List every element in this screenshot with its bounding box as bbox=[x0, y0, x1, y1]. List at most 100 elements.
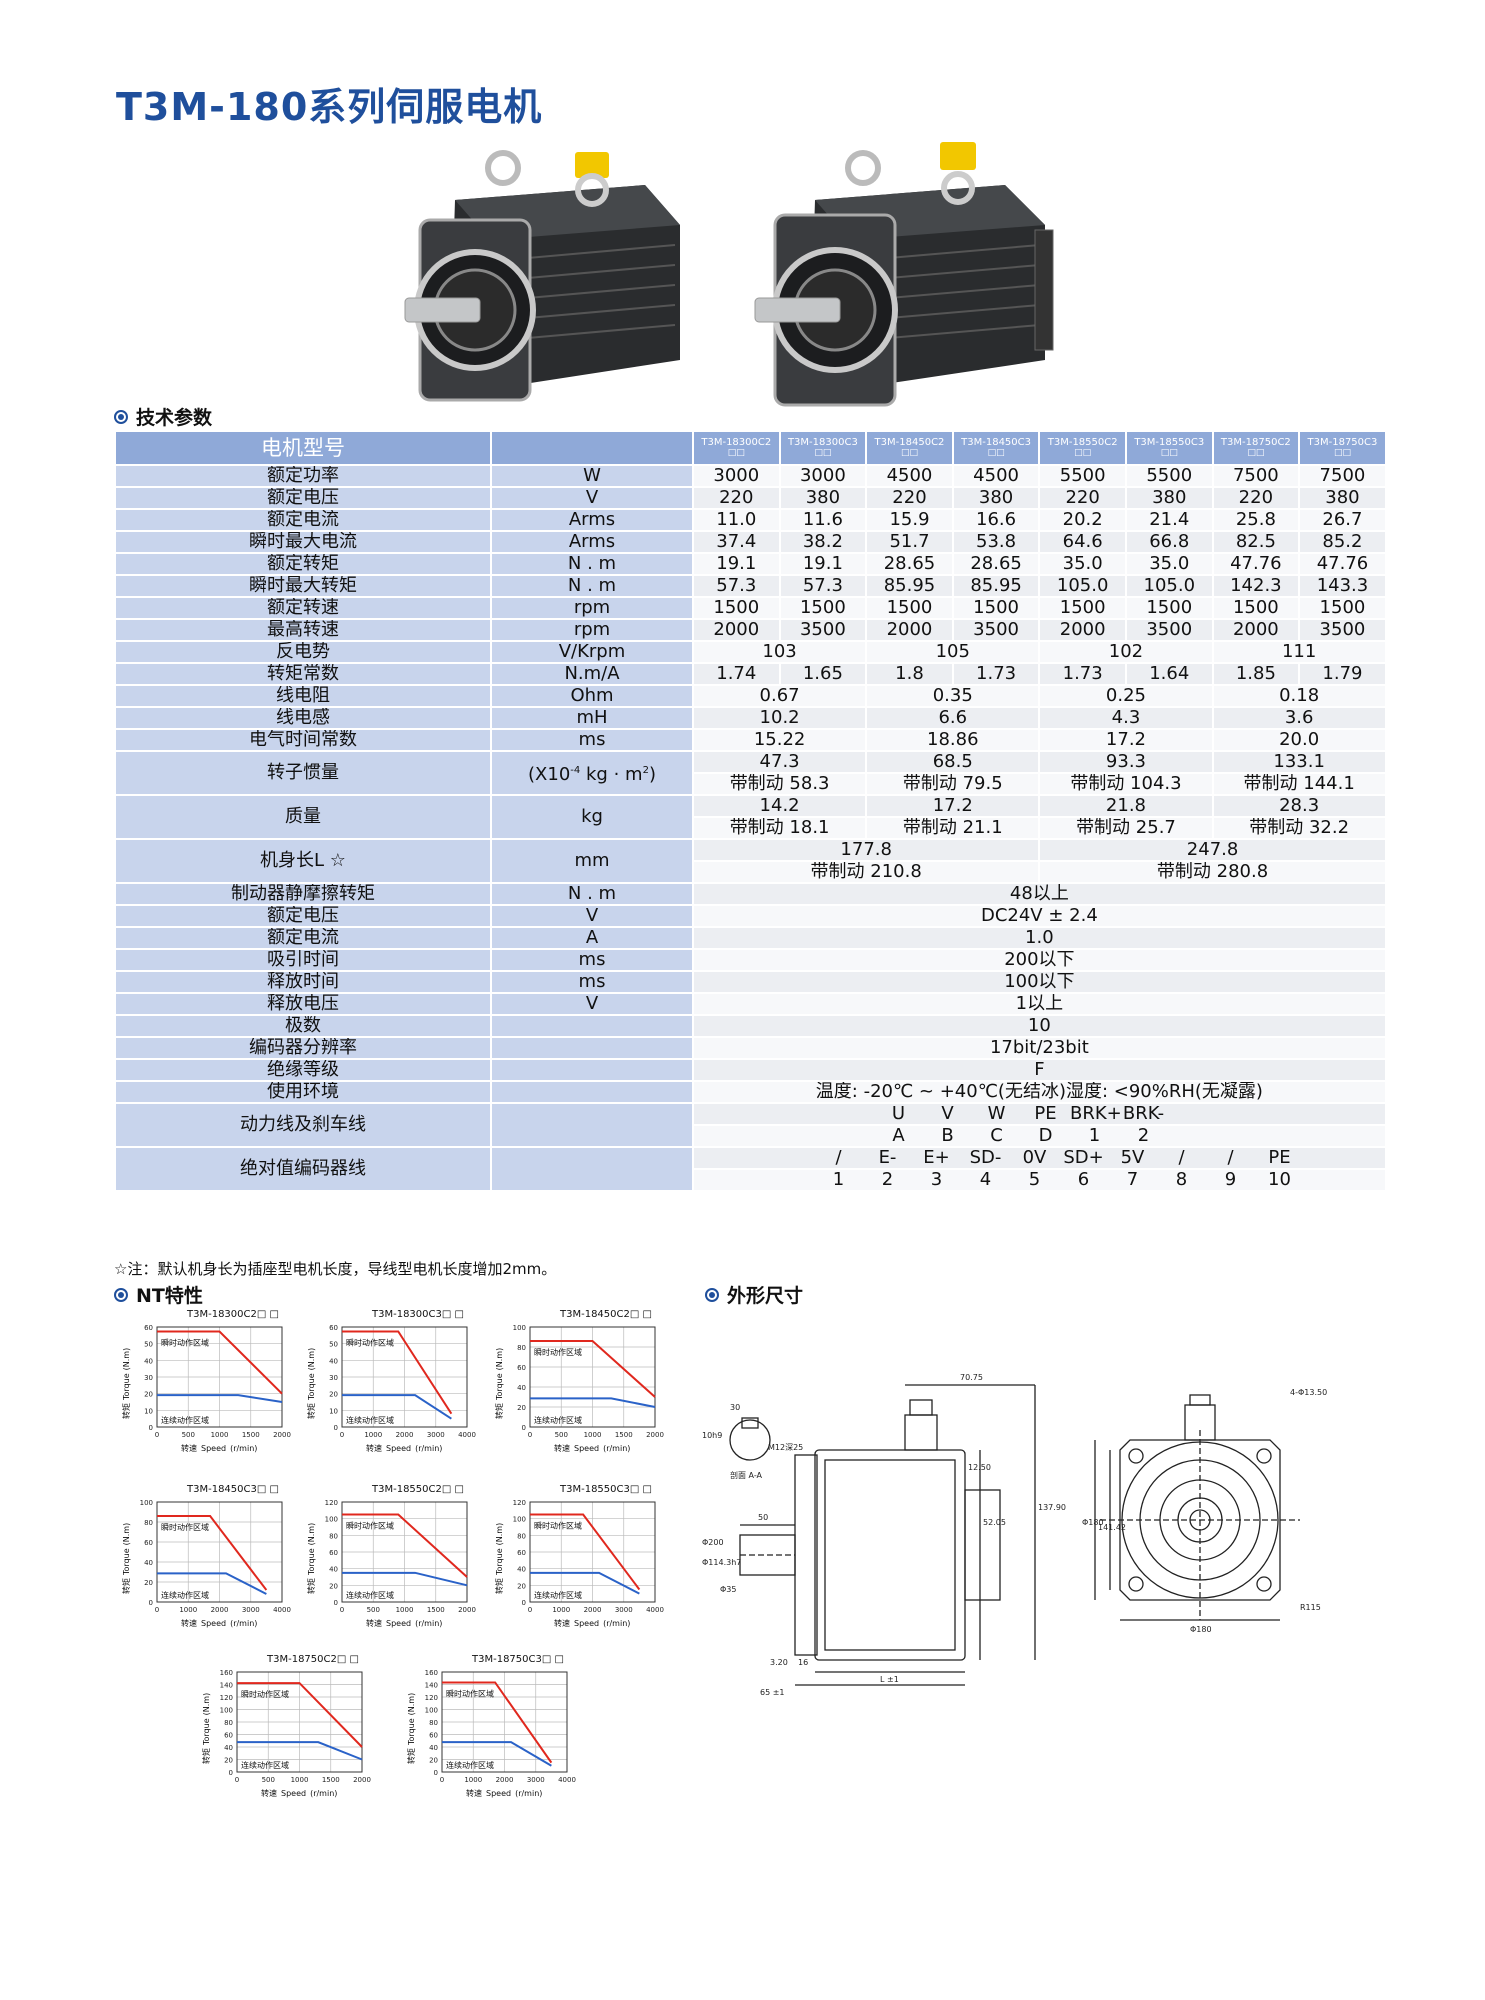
y-tick-label: 120 bbox=[220, 1694, 233, 1702]
y-tick-label: 60 bbox=[144, 1324, 153, 1332]
y-tick-label: 120 bbox=[325, 1499, 338, 1507]
y-axis-label-part: 转矩 bbox=[306, 1403, 316, 1419]
pin-label: 1 bbox=[1088, 1125, 1101, 1146]
x-tick-label: 2000 bbox=[353, 1776, 371, 1784]
row-unit bbox=[490, 1014, 694, 1038]
value-cell: 53.8 bbox=[951, 530, 1041, 554]
value-cell: 4500 bbox=[865, 464, 954, 488]
y-tick-label: 20 bbox=[429, 1757, 438, 1765]
value-cell: 21.8 bbox=[1038, 794, 1214, 818]
y-tick-label: 160 bbox=[220, 1669, 233, 1677]
value-cell: 1500 bbox=[1298, 596, 1387, 620]
value-cell: 380 bbox=[951, 486, 1041, 510]
value-cell: 19.1 bbox=[692, 552, 781, 576]
y-axis-label: 转矩Torque(N.m) bbox=[121, 1523, 131, 1594]
value-cell: 16.6 bbox=[951, 508, 1041, 532]
y-tick-label: 80 bbox=[329, 1532, 338, 1540]
y-tick-label: 0 bbox=[149, 1599, 153, 1607]
y-axis-label-part: Torque bbox=[202, 1718, 211, 1746]
model-header: T3M-18450C3□□ bbox=[951, 430, 1041, 466]
x-tick-label: 1000 bbox=[396, 1606, 414, 1614]
value-cell: 4500 bbox=[951, 464, 1041, 488]
value-cell: 1500 bbox=[1124, 596, 1214, 620]
section-nt-heading: NT特性 bbox=[114, 1281, 203, 1308]
y-tick-label: 60 bbox=[329, 1549, 338, 1557]
y-axis-label-part: (N.m) bbox=[495, 1523, 504, 1546]
y-tick-label: 0 bbox=[434, 1769, 438, 1777]
x-tick-label: 0 bbox=[155, 1606, 159, 1614]
y-tick-label: 100 bbox=[513, 1516, 526, 1524]
x-tick-label: 2000 bbox=[396, 1431, 414, 1439]
y-tick-label: 40 bbox=[144, 1559, 153, 1567]
value-cell: 1500 bbox=[1211, 596, 1301, 620]
y-tick-label: 0 bbox=[149, 1424, 153, 1432]
value-cell: 3500 bbox=[1298, 618, 1387, 642]
side-view bbox=[729, 1384, 1036, 1686]
value-cell: 220 bbox=[865, 486, 954, 510]
y-tick-label: 140 bbox=[425, 1682, 438, 1690]
y-axis-label: 转矩Torque(N.m) bbox=[494, 1523, 504, 1594]
x-tick-label: 500 bbox=[182, 1431, 195, 1439]
dim-flange-dia: Φ200 bbox=[702, 1538, 724, 1547]
value-cell: 1500 bbox=[692, 596, 781, 620]
y-axis-label: 转矩Torque(N.m) bbox=[306, 1523, 316, 1594]
pin-label: W bbox=[987, 1103, 1006, 1124]
pin-label: 7 bbox=[1126, 1169, 1139, 1190]
value-cell: 11.0 bbox=[692, 508, 781, 532]
value-cell: F bbox=[692, 1058, 1387, 1082]
model-name: T3M-18450C3 bbox=[961, 437, 1032, 448]
bullet-icon bbox=[114, 1287, 128, 1302]
x-tick-label: 1500 bbox=[427, 1606, 445, 1614]
model-suffix: □□ bbox=[1247, 448, 1265, 458]
pin-label: B bbox=[941, 1125, 954, 1146]
x-axis-label-part: (r/min) bbox=[603, 1619, 630, 1628]
pin-label: / bbox=[835, 1147, 842, 1168]
row-unit bbox=[490, 1146, 694, 1192]
y-tick-label: 30 bbox=[329, 1374, 338, 1382]
row-unit: V bbox=[490, 486, 694, 510]
plot-frame bbox=[236, 1671, 363, 1773]
y-tick-label: 60 bbox=[429, 1732, 438, 1740]
value-cell: 3500 bbox=[1124, 618, 1214, 642]
header-unit-cell bbox=[490, 430, 694, 466]
row-label: 最高转速 bbox=[114, 618, 492, 642]
inst-region-label: 瞬时动作区域 bbox=[161, 1522, 209, 1532]
y-axis-label: 转矩Torque(N.m) bbox=[306, 1348, 316, 1419]
x-tick-label: 1000 bbox=[584, 1431, 602, 1439]
y-tick-label: 20 bbox=[329, 1391, 338, 1399]
pin-label: U bbox=[891, 1103, 906, 1124]
value-cell: 7500 bbox=[1298, 464, 1387, 488]
pin-label: 6 bbox=[1077, 1169, 1090, 1190]
pin-label: SD+ bbox=[1063, 1147, 1104, 1168]
row-unit: rpm bbox=[490, 596, 694, 620]
dim-side: 141.42 bbox=[1098, 1523, 1126, 1532]
peak-torque-curve bbox=[342, 1330, 453, 1415]
row-unit: V bbox=[490, 904, 694, 928]
y-axis-label-part: 转矩 bbox=[121, 1403, 131, 1419]
model-header: T3M-18300C3□□ bbox=[778, 430, 868, 466]
y-tick-label: 60 bbox=[517, 1549, 526, 1557]
x-tick-label: 2000 bbox=[273, 1431, 291, 1439]
y-tick-label: 10 bbox=[144, 1407, 153, 1415]
y-tick-label: 40 bbox=[144, 1357, 153, 1365]
row-label: 瞬时最大电流 bbox=[114, 530, 492, 554]
value-cell: 1.8 bbox=[865, 662, 954, 686]
row-unit: rpm bbox=[490, 618, 694, 642]
value-cell: 带制动 104.3 bbox=[1038, 772, 1214, 796]
chart-title: T3M-18550C3□ □ bbox=[559, 1484, 652, 1495]
x-tick-label: 2000 bbox=[646, 1431, 664, 1439]
rated-torque-curve bbox=[157, 1572, 267, 1595]
y-tick-label: 100 bbox=[513, 1324, 526, 1332]
y-axis-label-part: (N.m) bbox=[495, 1348, 504, 1371]
plot-frame bbox=[156, 1501, 283, 1603]
model-suffix: □□ bbox=[727, 448, 745, 458]
peak-torque-curve bbox=[530, 1340, 656, 1398]
x-axis-label-part: 转速 bbox=[366, 1618, 382, 1628]
y-tick-label: 100 bbox=[220, 1707, 233, 1715]
